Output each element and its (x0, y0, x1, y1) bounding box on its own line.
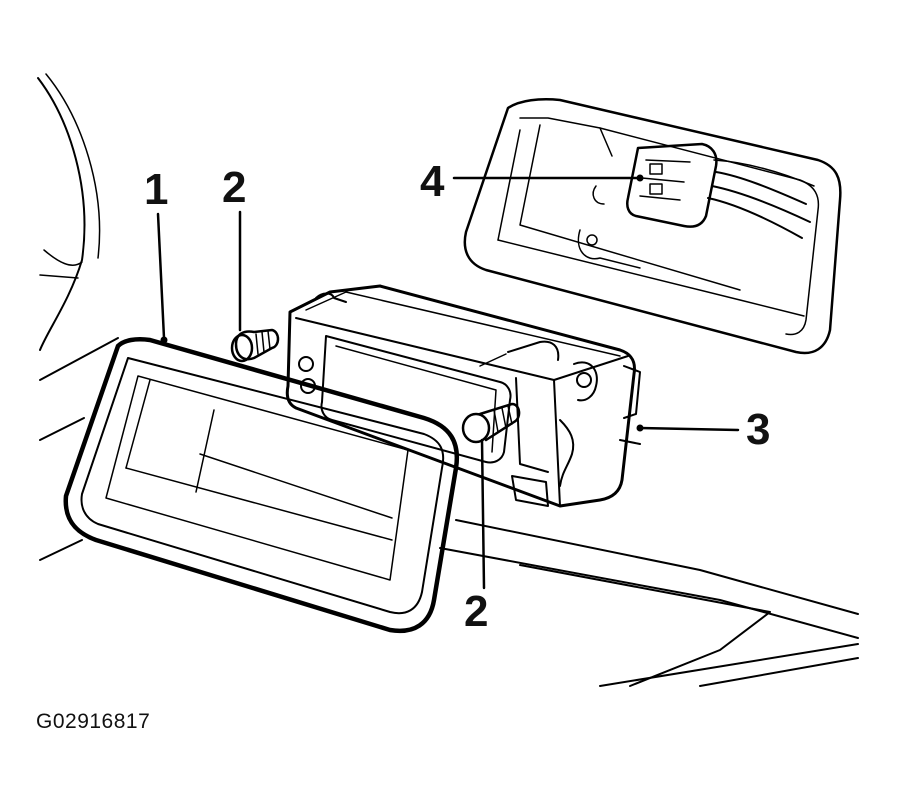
callout-4: 4 (420, 157, 445, 206)
leader-dot-3 (636, 424, 644, 432)
callout-3: 3 (746, 405, 770, 454)
leader-dot-1 (160, 336, 168, 344)
figure-id: G02916817 (36, 710, 151, 733)
connector-recess (463, 98, 842, 355)
dashboard-background (37, 73, 859, 687)
leader-lines (156, 174, 740, 590)
leader-dot-4 (636, 174, 644, 182)
screw-upper (230, 328, 280, 363)
callout-2-upper: 2 (222, 163, 246, 212)
wiring-connector (626, 142, 815, 239)
callout-2-lower: 2 (464, 587, 488, 636)
callout-1: 1 (144, 165, 168, 214)
trim-bezel (63, 337, 460, 634)
screw-lower (461, 402, 521, 444)
